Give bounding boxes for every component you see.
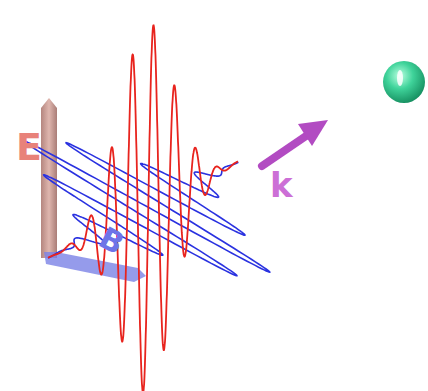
e-vector xyxy=(41,98,57,258)
b-field-label: B xyxy=(94,222,128,259)
atom-sphere xyxy=(383,61,425,103)
k-vector-label: k xyxy=(270,168,293,202)
b-vector xyxy=(44,252,146,282)
k-arrow-shaft xyxy=(262,136,306,166)
e-field-label: E xyxy=(16,128,42,166)
electric-wave xyxy=(48,25,238,391)
atom-highlight xyxy=(397,70,403,86)
k-arrow-head xyxy=(298,120,328,146)
